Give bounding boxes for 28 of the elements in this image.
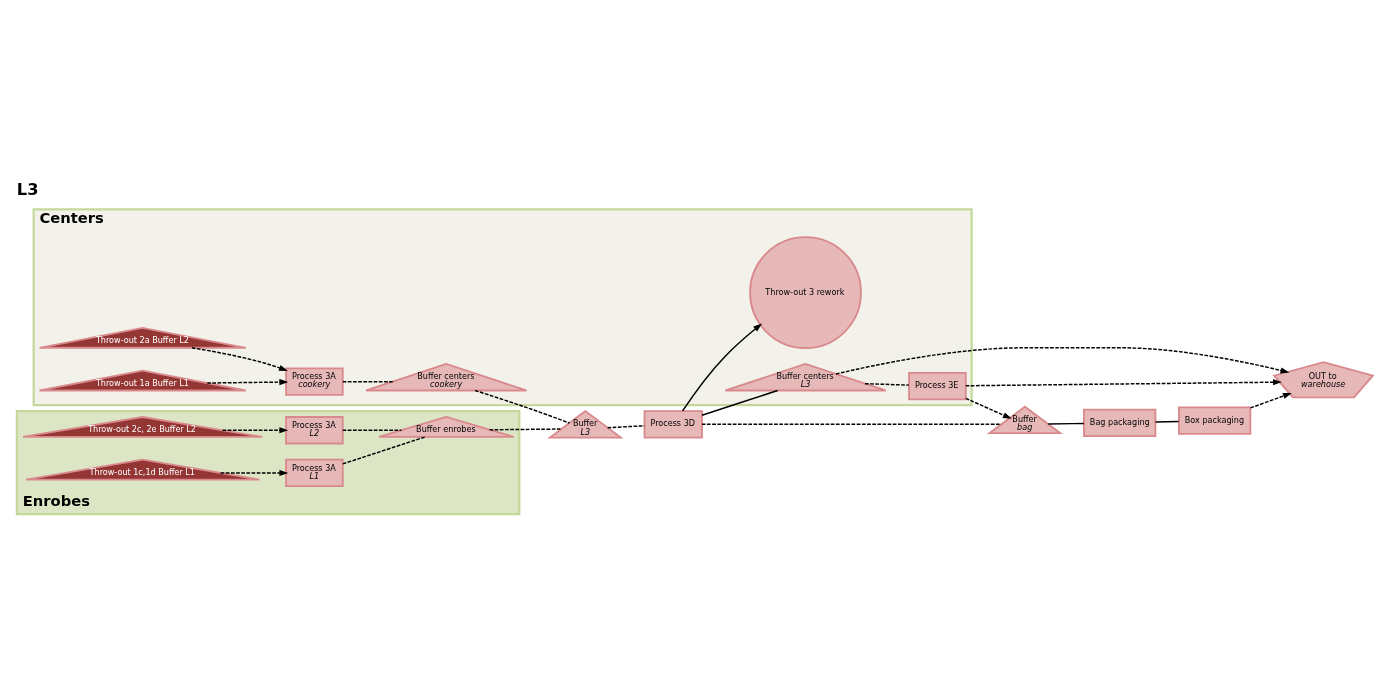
arrow <box>1249 392 1292 409</box>
arrow <box>221 427 289 434</box>
connector <box>342 429 402 431</box>
connector <box>488 428 563 431</box>
node-circle: Throw-out 3 rework <box>749 236 862 349</box>
node-box: Process 3A L2 <box>285 416 344 445</box>
arrow <box>681 323 762 412</box>
connector <box>474 389 571 424</box>
node-box: Box packaging <box>1178 406 1252 435</box>
connector <box>1154 420 1180 423</box>
node-box: Bag packaging <box>1083 408 1157 438</box>
connector <box>701 389 779 416</box>
arrow <box>191 347 288 371</box>
node-box: Process 3E <box>908 371 967 401</box>
connector <box>1047 422 1085 425</box>
diagram-title: L3 <box>16 180 39 200</box>
arrow <box>965 397 1012 419</box>
node-box: Process 3D <box>643 410 703 439</box>
node-box: Process 3A L1 <box>285 458 344 488</box>
arrow <box>835 347 1290 375</box>
arrow <box>965 379 1282 387</box>
connector <box>342 380 394 383</box>
arrow <box>219 469 289 477</box>
connector <box>342 436 426 465</box>
connector <box>864 382 910 386</box>
arrow <box>206 379 289 386</box>
connector <box>701 423 1002 426</box>
node-box: Process 3A cookery <box>285 367 344 396</box>
